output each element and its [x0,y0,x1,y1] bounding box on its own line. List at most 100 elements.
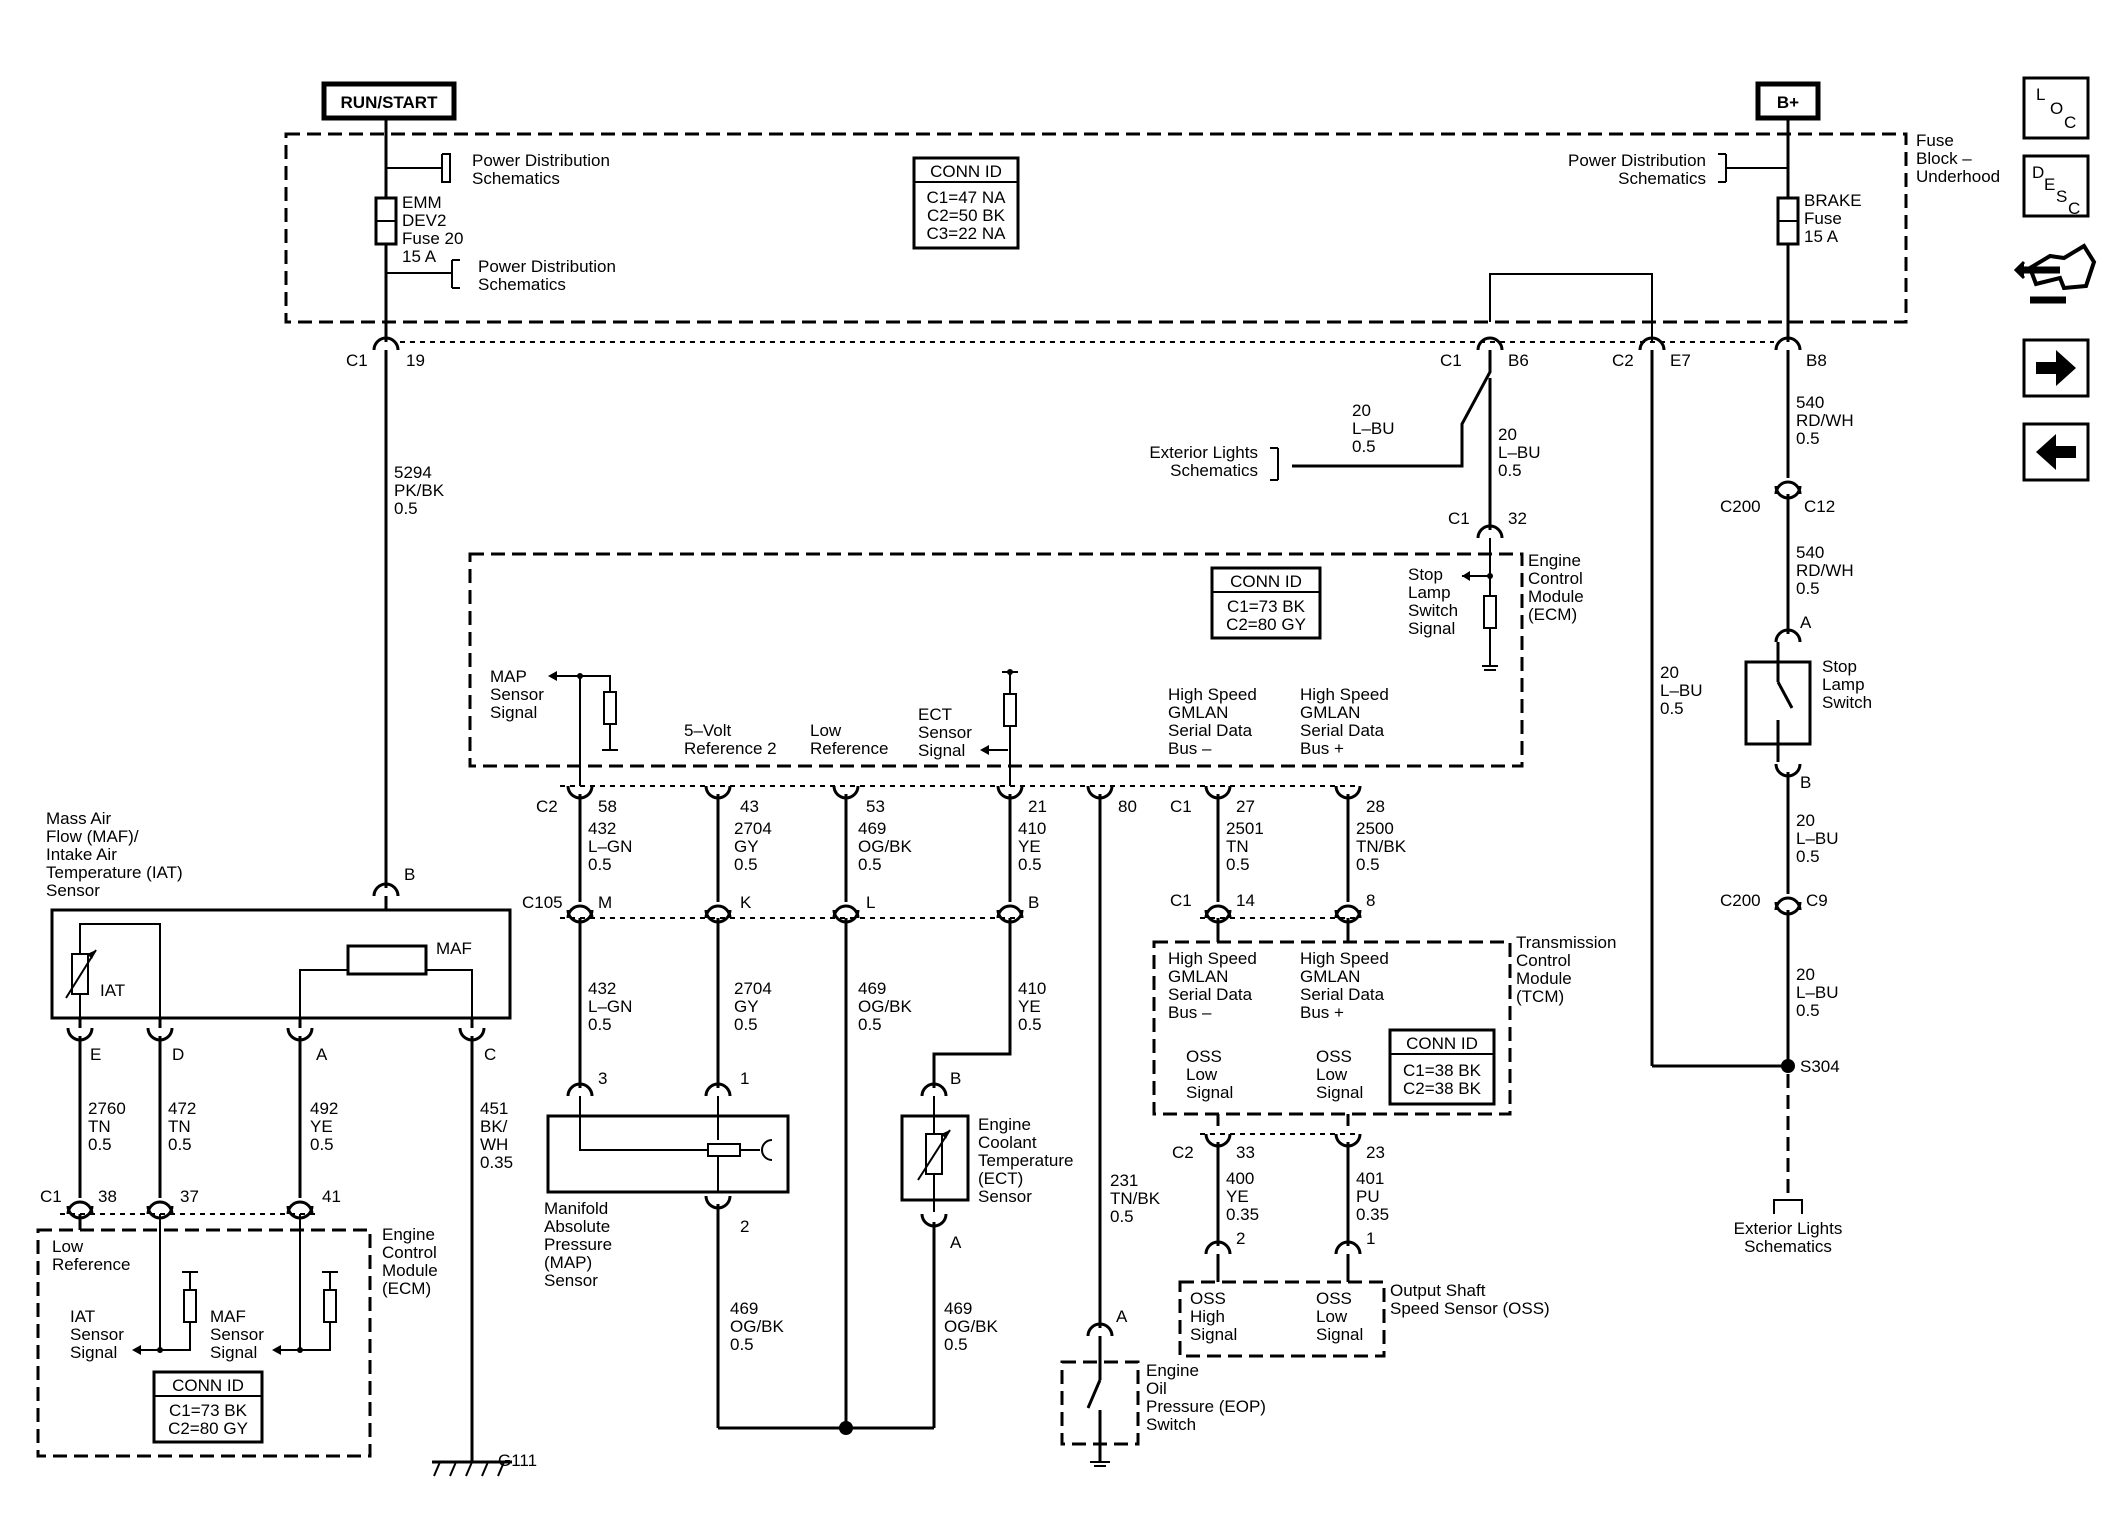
run-start-label: RUN/START [341,93,439,112]
svg-text:Control: Control [1528,569,1583,588]
svg-text:0.5: 0.5 [168,1135,192,1154]
svg-text:Coolant: Coolant [978,1133,1037,1152]
svg-text:37: 37 [180,1187,199,1206]
desc-button[interactable]: D E S C [2022,154,2090,218]
svg-text:5294: 5294 [394,463,432,482]
svg-text:0.5: 0.5 [1352,437,1376,456]
b-plus-label: B+ [1777,93,1799,112]
svg-text:472: 472 [168,1099,196,1118]
svg-text:B: B [1028,893,1039,912]
svg-text:GY: GY [734,837,759,856]
svg-text:C2: C2 [1612,351,1634,370]
svg-text:Low: Low [52,1237,84,1256]
ect-sensor-signal-label: ECT Sensor Signal [918,705,972,760]
svg-text:2: 2 [740,1217,749,1236]
arrow-left-icon[interactable] [2022,422,2090,482]
svg-text:GMLAN: GMLAN [1168,967,1228,986]
svg-text:Reference 2: Reference 2 [684,739,777,758]
svg-text:20: 20 [1796,811,1815,830]
svg-text:Control: Control [1516,951,1571,970]
svg-text:BRAKE: BRAKE [1804,191,1862,210]
svg-text:B: B [404,865,415,884]
svg-text:A: A [1800,613,1812,632]
ground-g111 [432,1460,512,1477]
svg-text:0.35: 0.35 [1356,1205,1389,1224]
svg-text:Engine: Engine [978,1115,1031,1134]
svg-text:WH: WH [480,1135,508,1154]
loc-button[interactable]: L O C [2022,76,2090,140]
svg-text:Bus +: Bus + [1300,739,1344,758]
svg-text:432: 432 [588,979,616,998]
svg-text:C1=73 BK: C1=73 BK [1227,597,1306,616]
svg-text:C1: C1 [1170,797,1192,816]
vehicle-tools-icon[interactable] [2013,243,2097,304]
svg-text:21: 21 [1028,797,1047,816]
svg-text:1: 1 [740,1069,749,1088]
svg-text:E: E [90,1045,101,1064]
svg-text:D: D [2032,163,2044,182]
svg-text:Underhood: Underhood [1916,167,2000,186]
maf-iat-sensor-label: Mass Air Flow (MAF)/ Intake Air Temperat… [46,809,183,900]
wire-20-lbu-c: 20 L–BU 0.5 [1796,811,1839,866]
tcm-hs-plus-label: High Speed GMLAN Serial Data [1300,949,1389,1004]
svg-text:MAF: MAF [210,1307,246,1326]
oss-sensor-box [1178,1280,1386,1358]
svg-text:0.5: 0.5 [1110,1207,1134,1226]
svg-text:GMLAN: GMLAN [1168,703,1228,722]
stop-lamp-switch [1744,642,1812,762]
iat-label: IAT [100,981,125,1000]
svg-text:O: O [2050,99,2063,118]
svg-text:2704: 2704 [734,979,772,998]
svg-text:C3=22 NA: C3=22 NA [927,224,1007,243]
arrow-right-icon[interactable] [2022,338,2090,398]
svg-text:G111: G111 [498,1451,537,1470]
svg-text:451: 451 [480,1099,508,1118]
svg-text:C2=50 BK: C2=50 BK [927,206,1006,225]
svg-text:Engine: Engine [1528,551,1581,570]
svg-text:Fuse 20: Fuse 20 [402,229,463,248]
svg-text:C200: C200 [1720,497,1761,516]
hs-gmlan-bus-plus-label: High Speed GMLAN Serial Data Bus + [1300,685,1389,758]
svg-text:BK/: BK/ [480,1117,508,1136]
svg-text:2500: 2500 [1356,819,1394,838]
tcm-oss-low-2: OSS Low Signal [1316,1047,1363,1102]
svg-text:0.5: 0.5 [310,1135,334,1154]
svg-text:DEV2: DEV2 [402,211,446,230]
svg-text:Stop: Stop [1822,657,1857,676]
svg-text:Serial Data: Serial Data [1168,985,1253,1004]
svg-text:C2=80 GY: C2=80 GY [1226,615,1306,634]
wire-540-b: 540 RD/WH 0.5 [1796,543,1854,598]
svg-text:EMM: EMM [402,193,442,212]
svg-text:CONN ID: CONN ID [1230,572,1302,591]
svg-text:GMLAN: GMLAN [1300,967,1360,986]
tcm-label: Transmission Control Module (TCM) [1516,933,1616,1006]
wire-5294: 5294 PK/BK 0.5 [394,463,445,518]
svg-text:L–BU: L–BU [1352,419,1395,438]
svg-text:S304: S304 [1800,1057,1840,1076]
svg-text:Low: Low [1316,1065,1348,1084]
svg-text:410: 410 [1018,979,1046,998]
svg-text:0.35: 0.35 [1226,1205,1259,1224]
svg-text:OSS: OSS [1186,1047,1222,1066]
svg-text:B: B [1800,773,1811,792]
svg-text:Oil: Oil [1146,1379,1167,1398]
svg-text:C1=47 NA: C1=47 NA [927,188,1007,207]
svg-text:Signal: Signal [210,1343,257,1362]
svg-text:38: 38 [98,1187,117,1206]
svg-text:80: 80 [1118,797,1137,816]
svg-text:C1: C1 [40,1187,62,1206]
svg-text:CONN ID: CONN ID [172,1376,244,1395]
svg-text:2760: 2760 [88,1099,126,1118]
svg-text:Sensor: Sensor [490,685,544,704]
svg-text:3: 3 [598,1069,607,1088]
svg-text:YE: YE [1018,837,1041,856]
svg-text:469: 469 [944,1299,972,1318]
svg-text:Module: Module [1516,969,1572,988]
